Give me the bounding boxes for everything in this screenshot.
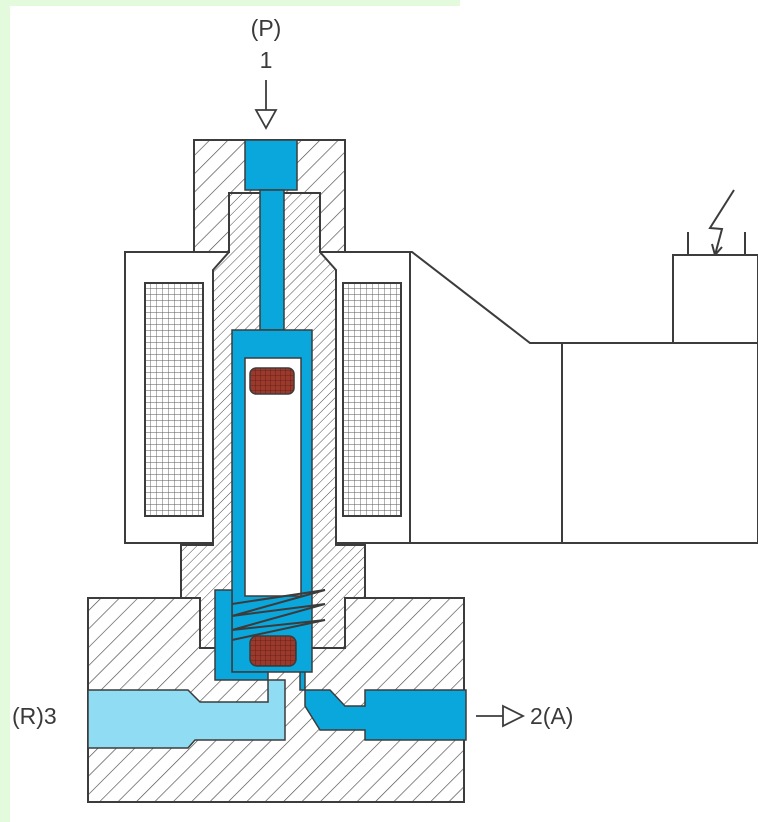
coil-winding-right	[342, 282, 402, 517]
port-a-label: 2(A)	[530, 703, 573, 729]
flow-arrow-in-icon	[254, 109, 278, 130]
port-p-number: 1	[260, 47, 273, 73]
port-p-label: (P)	[251, 15, 282, 41]
frame-top-strip	[0, 0, 460, 6]
lower-seal	[249, 635, 297, 667]
coil-winding-left	[144, 282, 204, 517]
exhaust-channel	[87, 679, 286, 749]
frame-left-strip	[0, 0, 10, 822]
lightning-icon	[708, 189, 735, 256]
connector-block	[672, 232, 758, 344]
upper-seal	[249, 367, 295, 395]
inlet-nut	[193, 139, 346, 253]
flow-arrow-out-icon	[502, 704, 526, 728]
spring-icon	[231, 589, 326, 641]
plunger	[244, 357, 302, 597]
port-r-label: (R)3	[12, 703, 57, 729]
